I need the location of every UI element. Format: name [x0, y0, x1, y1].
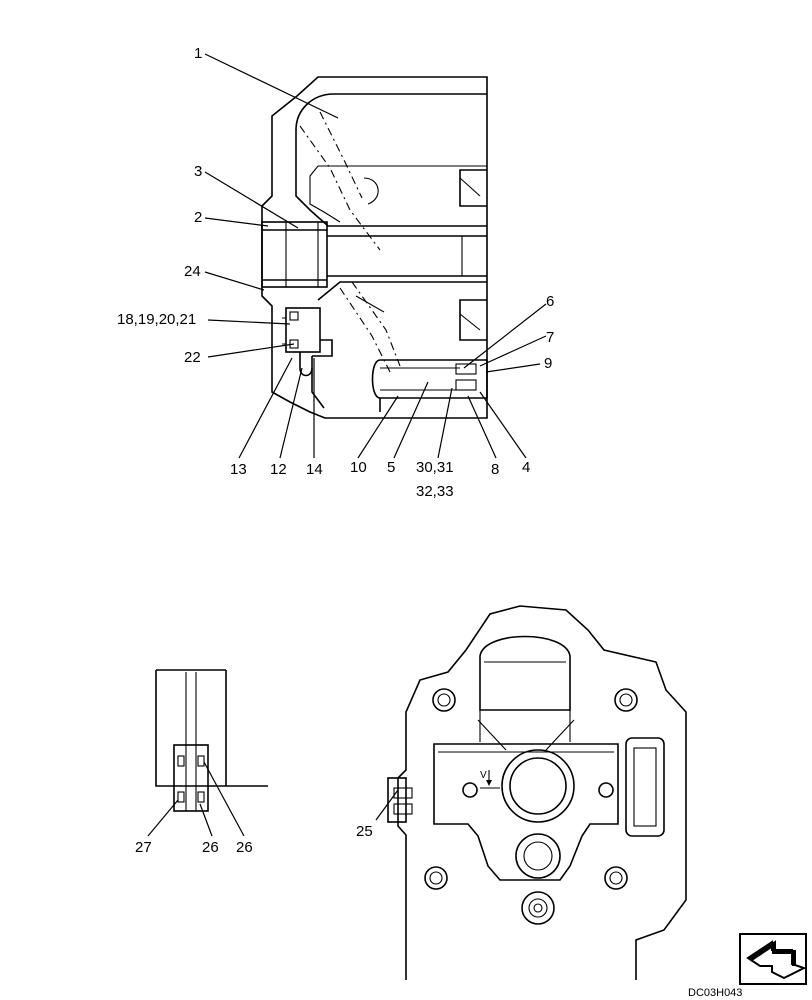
- callout-13: 13: [230, 461, 247, 478]
- callout-5: 5: [387, 459, 395, 476]
- callout-12: 12: [270, 461, 287, 478]
- callout-9: 9: [544, 355, 552, 372]
- callout-6: 6: [546, 293, 554, 310]
- drawing-code: DC03H043: [688, 987, 742, 999]
- callout-2: 2: [194, 209, 202, 226]
- callout-10: 10: [350, 459, 367, 476]
- callout-8: 8: [491, 461, 499, 478]
- callout-30-31: 30,31: [416, 459, 454, 476]
- callout-3: 3: [194, 163, 202, 180]
- callout-18-21: 18,19,20,21: [117, 311, 196, 328]
- callout-7: 7: [546, 329, 554, 346]
- next-page-arrow-icon[interactable]: [739, 933, 807, 985]
- callout-27: 27: [135, 839, 152, 856]
- callout-32-33: 32,33: [416, 483, 454, 500]
- top-callouts: 1 3 2 24 18,19,20,21 22 6 7 9 13 12 14 1…: [117, 45, 554, 500]
- callout-24: 24: [184, 263, 201, 280]
- callout-26-left: 26: [202, 839, 219, 856]
- plug-detail-view: 27 26 26: [135, 669, 268, 856]
- flange-front-view: 25 V: [356, 605, 687, 980]
- housing-section-view: [261, 76, 488, 419]
- view-marker: V: [480, 770, 487, 781]
- callout-22: 22: [184, 349, 201, 366]
- callout-14: 14: [306, 461, 323, 478]
- callout-26-right: 26: [236, 839, 253, 856]
- callout-1: 1: [194, 45, 202, 62]
- top-leader-lines: [204, 53, 547, 459]
- callout-4: 4: [522, 459, 530, 476]
- callout-25: 25: [356, 823, 373, 840]
